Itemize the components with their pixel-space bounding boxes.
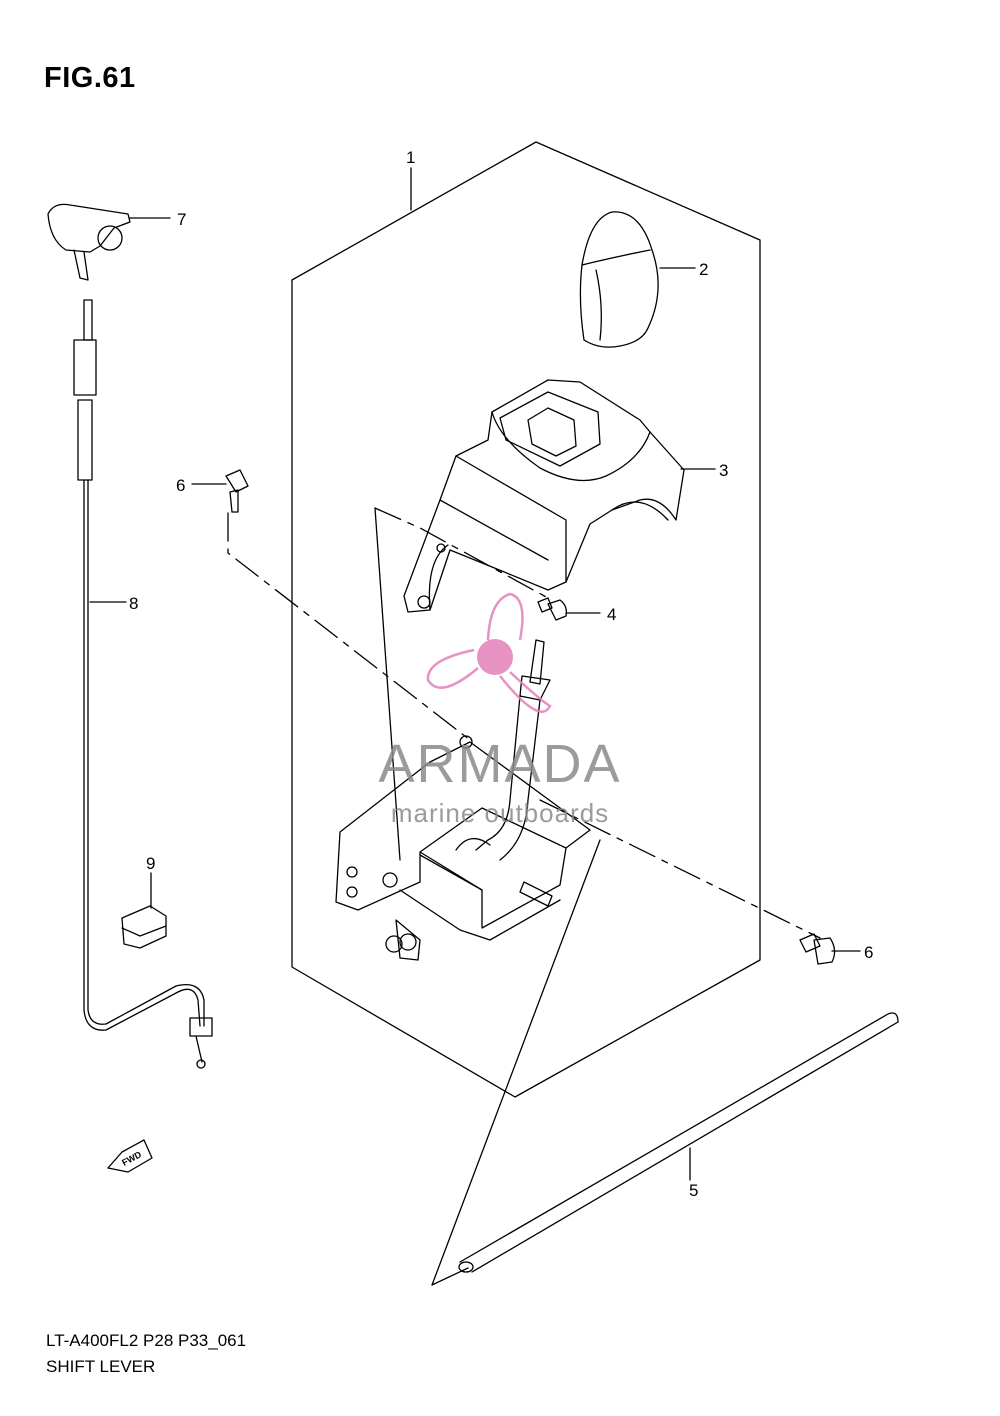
model-code: LT-A400FL2 P28 P33_061 [46,1331,247,1350]
bolt-6-lower [799,933,836,965]
cable-connector-7 [47,203,131,281]
dash-line-6b [539,799,821,939]
callout-3: 3 [719,461,728,480]
shift-knob [579,211,659,348]
callout-5: 5 [689,1181,698,1200]
shift-cable-8 [73,299,213,1069]
clamp-9 [121,905,167,949]
tube-guide-lines [374,507,601,1286]
propeller-logo-icon [426,592,552,713]
watermark-brand: ARMADA [378,734,621,794]
callout-7: 7 [177,210,186,229]
dash-line-4 [374,507,549,599]
callout-1: 1 [406,148,415,167]
callout-9: 9 [146,854,155,873]
watermark: ARMADA marine outboards [378,592,621,828]
dash-line-6a [227,512,471,741]
callout-4: 4 [607,605,616,624]
shift-guide-cover [403,379,685,613]
figure-title: FIG.61 [44,62,136,94]
section-title: SHIFT LEVER [46,1357,156,1376]
callout-2: 2 [699,260,708,279]
bolt-4 [537,597,568,621]
fwd-arrow-icon [107,1139,153,1173]
tube-5 [458,1012,899,1273]
callout-8: 8 [129,594,138,613]
assembly-outline [291,141,761,1098]
callout-6-lower: 6 [864,943,873,962]
shift-lever-bracket [335,639,591,961]
bolt-6-upper [225,469,249,513]
callout-6-upper: 6 [176,476,185,495]
watermark-tagline: marine outboards [391,798,609,828]
